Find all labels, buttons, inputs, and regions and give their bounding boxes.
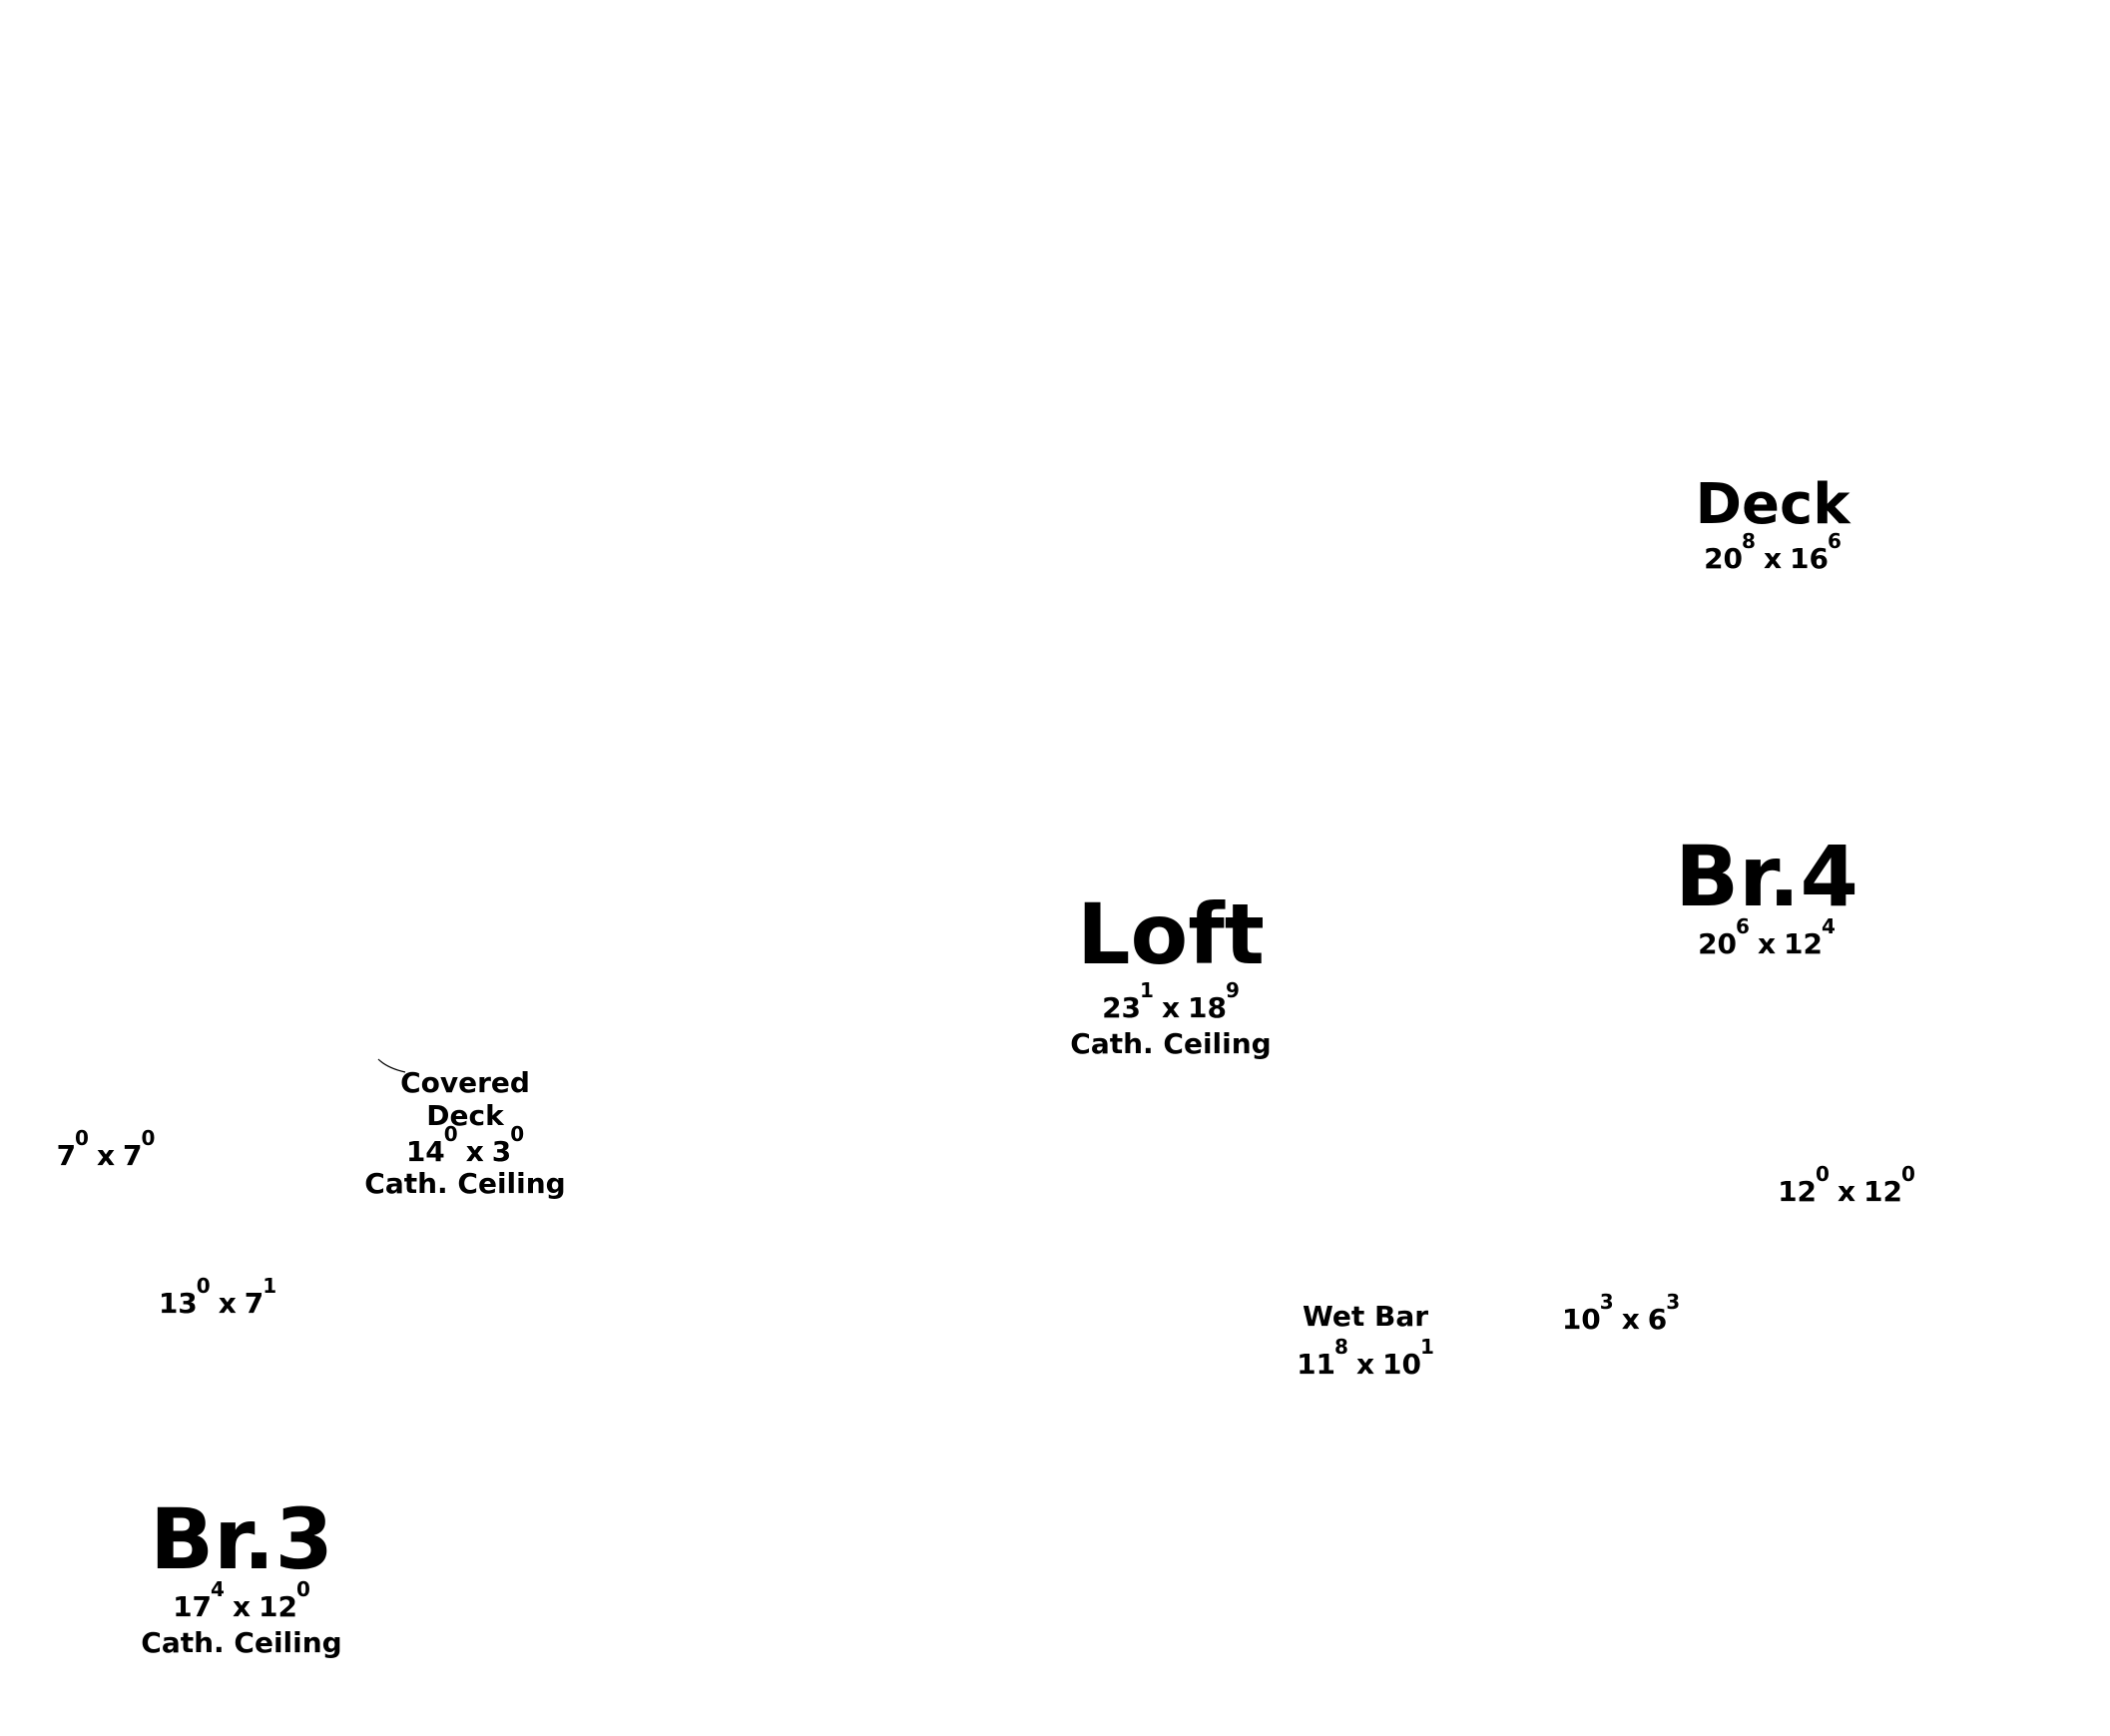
dimension-separator: x [218, 1287, 237, 1320]
depth-inches: 3 [1666, 1290, 1681, 1314]
width-inches: 0 [75, 1126, 89, 1150]
room-note: Cath. Ceiling [141, 1626, 342, 1659]
dimension-separator: x [1355, 1348, 1375, 1382]
room-name-line1: Covered [400, 1066, 530, 1099]
width-inches: 3 [1599, 1290, 1614, 1314]
width-inches: 0 [443, 1122, 458, 1147]
depth-inches: 0 [1901, 1162, 1915, 1186]
width-feet: 23 [1102, 991, 1142, 1024]
room-note: Cath. Ceiling [1070, 1027, 1272, 1060]
width-feet: 14 [405, 1135, 445, 1169]
leader-line [377, 1058, 406, 1073]
dimension-separator: x [232, 1590, 252, 1623]
room-name: Wet Bar [1302, 1300, 1429, 1333]
width-feet: 17 [173, 1590, 213, 1623]
depth-inches: 0 [510, 1122, 525, 1147]
room-name-line2: Deck [426, 1099, 504, 1133]
depth-inches: 6 [1828, 529, 1842, 553]
depth-feet: 12 [1863, 1175, 1902, 1208]
width-inches: 8 [1334, 1335, 1348, 1360]
room-name: Br.3 [150, 1490, 333, 1588]
depth-feet: 3 [491, 1135, 512, 1169]
room-name: Loft [1077, 885, 1265, 983]
width-feet: 13 [158, 1287, 198, 1320]
depth-feet: 7 [123, 1139, 143, 1172]
dimension-separator: x [1621, 1303, 1640, 1336]
depth-inches: 0 [141, 1126, 156, 1150]
depth-feet: 6 [1647, 1303, 1668, 1336]
room-note: Cath. Ceiling [364, 1167, 566, 1201]
width-inches: 8 [1742, 529, 1756, 553]
width-feet: 10 [1561, 1303, 1601, 1336]
width-feet: 20 [1698, 927, 1738, 960]
depth-inches: 1 [1420, 1335, 1434, 1360]
width-inches: 1 [1140, 978, 1154, 1002]
dimension-separator: x [1763, 542, 1783, 575]
dimension-separator: x [1837, 1175, 1856, 1208]
width-feet: 7 [56, 1139, 77, 1172]
width-inches: 4 [211, 1577, 225, 1601]
depth-feet: 10 [1382, 1348, 1421, 1382]
width-feet: 12 [1778, 1175, 1818, 1208]
dimension-separator: x [1161, 991, 1181, 1024]
depth-inches: 1 [263, 1274, 277, 1298]
dimension-separator: x [96, 1139, 116, 1172]
depth-feet: 7 [244, 1287, 264, 1320]
width-feet: 11 [1297, 1348, 1336, 1382]
width-feet: 20 [1704, 542, 1744, 575]
depth-inches: 4 [1822, 914, 1836, 938]
dimension-separator: x [465, 1135, 484, 1169]
depth-feet: 16 [1790, 542, 1829, 575]
width-inches: 6 [1736, 914, 1750, 938]
depth-feet: 12 [259, 1590, 297, 1623]
width-inches: 0 [1816, 1162, 1830, 1186]
depth-inches: 9 [1226, 978, 1240, 1002]
room-name: Br.4 [1675, 828, 1858, 925]
dimension-separator: x [1757, 927, 1777, 960]
depth-feet: 12 [1784, 927, 1823, 960]
depth-inches: 0 [296, 1577, 310, 1601]
depth-feet: 18 [1188, 991, 1227, 1024]
room-name: Deck [1695, 472, 1850, 537]
width-inches: 0 [196, 1274, 211, 1298]
